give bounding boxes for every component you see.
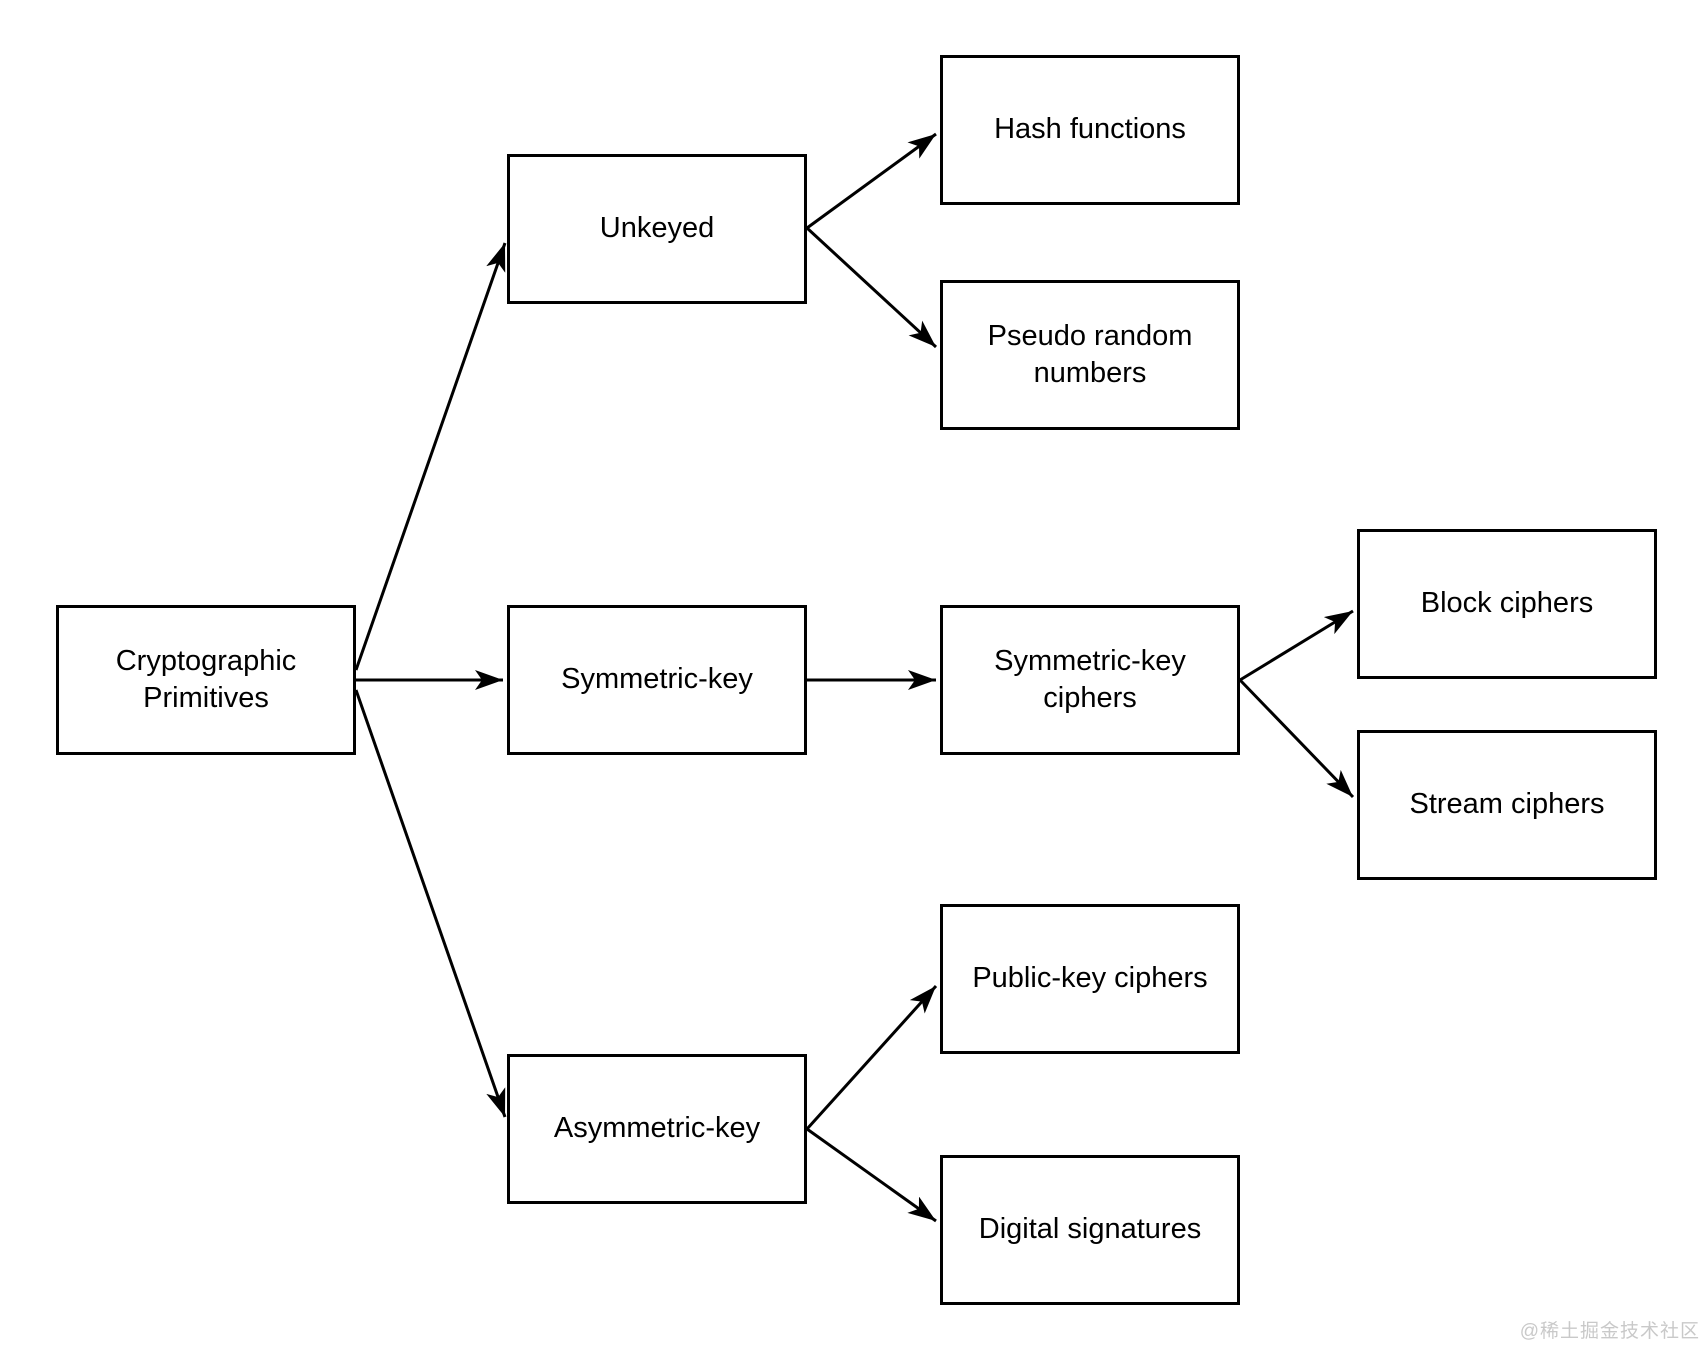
node-label: Symmetric-key [561,663,753,696]
node-pseudo-random-numbers: Pseudo random numbers [940,280,1240,430]
node-digital-signatures: Digital signatures [940,1155,1240,1305]
node-label: Hash functions [994,113,1186,146]
node-label: Pseudo random numbers [987,319,1193,389]
edge-asym-to-digsig [806,1127,937,1223]
edge-asym-to-pubkey [805,984,938,1131]
watermark: @稀土掘金技术社区 [1519,1321,1700,1342]
node-hash-functions: Hash functions [940,55,1240,205]
node-label: Unkeyed [599,212,715,245]
node-cryptographic-primitives: Cryptographic Primitives [56,605,356,755]
edge-crypto-to-asym [354,689,507,1118]
node-label: Block ciphers [1420,587,1594,620]
node-symmetric-key-ciphers: Symmetric-key ciphers [940,605,1240,755]
node-block-ciphers: Block ciphers [1357,529,1657,679]
edge-crypto-to-unkeyed [354,242,507,671]
edge-symciphers-to-block [1239,609,1354,682]
edge-unkeyed-to-pseudo [805,226,938,349]
node-label: Asymmetric-key [553,1112,761,1145]
edge-unkeyed-to-hash [806,132,937,230]
node-label: Stream ciphers [1409,788,1605,821]
node-label: Symmetric-key ciphers [994,644,1186,714]
node-asymmetric-key: Asymmetric-key [507,1054,807,1204]
edge-symciphers-to-stream [1238,678,1355,799]
node-public-key-ciphers: Public-key ciphers [940,904,1240,1054]
node-label: Cryptographic Primitives [115,644,297,714]
node-stream-ciphers: Stream ciphers [1357,730,1657,880]
node-label: Public-key ciphers [972,962,1208,995]
node-unkeyed: Unkeyed [507,154,807,304]
node-symmetric-key: Symmetric-key [507,605,807,755]
node-label: Digital signatures [978,1213,1202,1246]
